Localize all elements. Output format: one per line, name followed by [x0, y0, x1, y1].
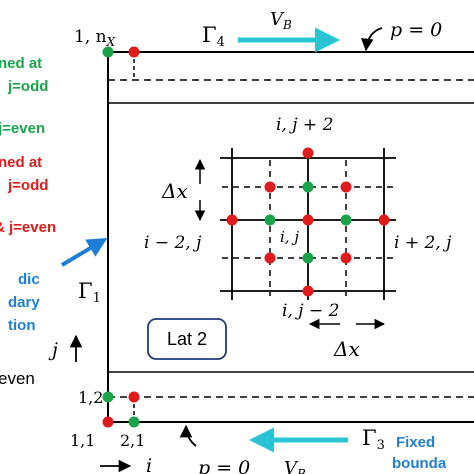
node-red-top: [128, 46, 140, 58]
note-red-3: & j=even: [0, 219, 56, 236]
note-green-1: ned at: [0, 55, 42, 72]
gamma1-label: Γ1: [78, 279, 101, 306]
stencil-node-bottom: [302, 285, 314, 297]
label-1-2: 1,2: [78, 388, 103, 407]
vb-bottom-label: VB: [284, 458, 306, 474]
stencil-node-left: [226, 214, 238, 226]
note-red-2: j=odd: [7, 177, 48, 194]
domain-boundary: [107, 51, 474, 423]
stencil-label-top: i, j + 2: [276, 115, 333, 135]
vb-top-label: VB: [270, 9, 292, 32]
gamma4-label: Γ4: [202, 23, 225, 50]
node-green-bottom-12: [102, 391, 114, 403]
stencil-node-ul: [264, 181, 276, 193]
corner-label-top: 1, nX: [74, 27, 116, 49]
note-fixed-2: bounda: [392, 455, 447, 472]
p-zero-top-label: p = 0: [390, 19, 442, 41]
stencil-node-ll: [264, 252, 276, 264]
note-blue-1: dic: [18, 271, 40, 288]
node-red-bottom: [128, 391, 140, 403]
stencil-label-right: i + 2, j: [394, 233, 452, 253]
dx-bottom-label: Δx: [333, 337, 360, 361]
p-zero-top-pointer: [360, 27, 383, 52]
note-green-3: j=even: [0, 120, 45, 137]
lattice-box: [147, 318, 227, 360]
stencil-label-center: i, j: [280, 228, 299, 246]
stencil-node-uc: [302, 181, 314, 193]
gamma3-label: Γ3: [362, 426, 385, 453]
dx-left-label: Δx: [161, 179, 188, 203]
note-even: even: [0, 369, 35, 388]
node-red-11: [102, 416, 114, 428]
stencil-node-lc: [302, 252, 314, 264]
note-red-1: ned at: [0, 154, 42, 171]
node-green-top-left: [102, 46, 114, 58]
p-zero-bottom-pointer: [179, 424, 197, 447]
i-axis-label: i: [146, 455, 152, 474]
lattice-label: Lat 2: [167, 329, 207, 349]
stencil-label-left: i − 2, j: [144, 233, 202, 253]
note-green-2: j=odd: [7, 78, 48, 95]
stencil-label-bottom: i, j − 2: [282, 301, 339, 321]
stencil-node-lr: [340, 252, 352, 264]
stencil-node-cl: [264, 214, 276, 226]
stencil-node-center: [302, 214, 314, 226]
stencil-node-right: [378, 214, 390, 226]
label-1-1: 1,1: [70, 431, 95, 450]
note-blue-3: tion: [8, 317, 36, 334]
label-2-1: 2,1: [120, 431, 145, 450]
note-fixed-1: Fixed: [396, 434, 435, 451]
p-zero-bottom-label: p = 0: [198, 457, 250, 474]
stencil-node-top: [302, 147, 314, 159]
j-axis-label: j: [48, 339, 58, 361]
stencil-node-ur: [340, 181, 352, 193]
note-blue-2: dary: [8, 294, 40, 311]
node-green-21: [128, 416, 140, 428]
periodic-pointer-arrow: [60, 237, 108, 267]
stencil-node-cr: [340, 214, 352, 226]
